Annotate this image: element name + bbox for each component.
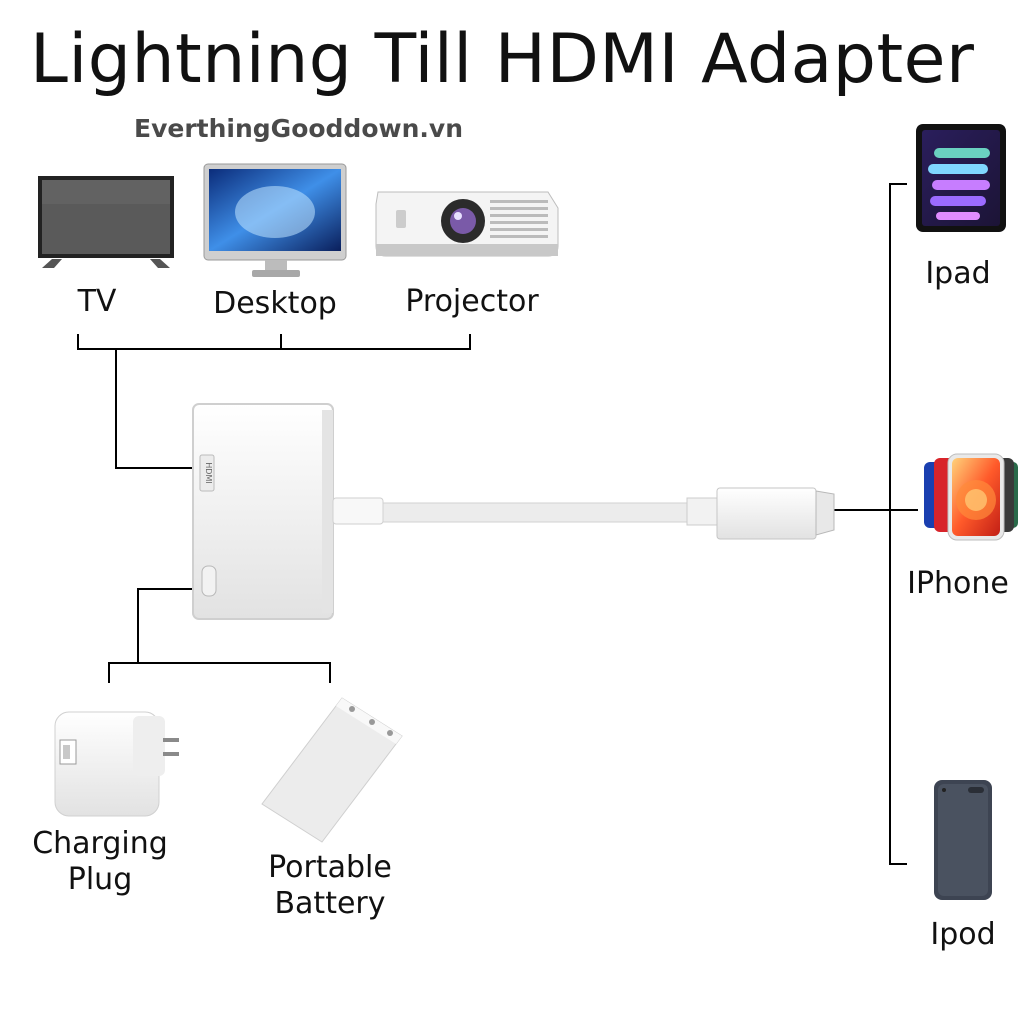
adapter-body xyxy=(192,403,334,620)
cable-strain-relief xyxy=(686,497,720,526)
hdmi-port-label: HDMI xyxy=(204,462,213,483)
lightning-connector xyxy=(332,497,384,525)
connector-lines xyxy=(77,183,918,865)
ipad-icon xyxy=(916,124,1006,232)
iphone-label: IPhone xyxy=(907,566,1009,601)
desktop-label: Desktop xyxy=(213,286,337,321)
ipod-label: Ipod xyxy=(930,917,996,952)
display-to-adapter-line xyxy=(115,349,192,469)
hdmi-plug xyxy=(716,487,835,540)
device-bracket xyxy=(889,183,907,865)
adapter-cable xyxy=(382,502,692,523)
portable-battery-label-line2: Battery xyxy=(274,886,386,921)
tv-icon xyxy=(38,176,174,268)
projector-icon xyxy=(375,191,559,257)
display-bracket xyxy=(77,334,471,350)
charging-plug-label: Charging Plug xyxy=(32,826,168,897)
adapter-to-power-line xyxy=(137,588,192,663)
tv-label: TV xyxy=(77,284,117,319)
charging-plug-icon xyxy=(54,711,179,817)
projector-label: Projector xyxy=(405,284,539,319)
power-bracket xyxy=(108,662,331,683)
watermark-text: EverthingGooddown.vn xyxy=(134,114,463,143)
portable-battery-icon xyxy=(261,697,403,843)
desktop-monitor-icon xyxy=(203,163,347,277)
iphone-icon xyxy=(924,453,1018,541)
ipad-label: Ipad xyxy=(925,256,991,291)
ipod-icon xyxy=(934,780,992,900)
portable-battery-label-line1: Portable xyxy=(268,850,392,885)
page-title: Lightning Till HDMI Adapter xyxy=(30,20,975,99)
